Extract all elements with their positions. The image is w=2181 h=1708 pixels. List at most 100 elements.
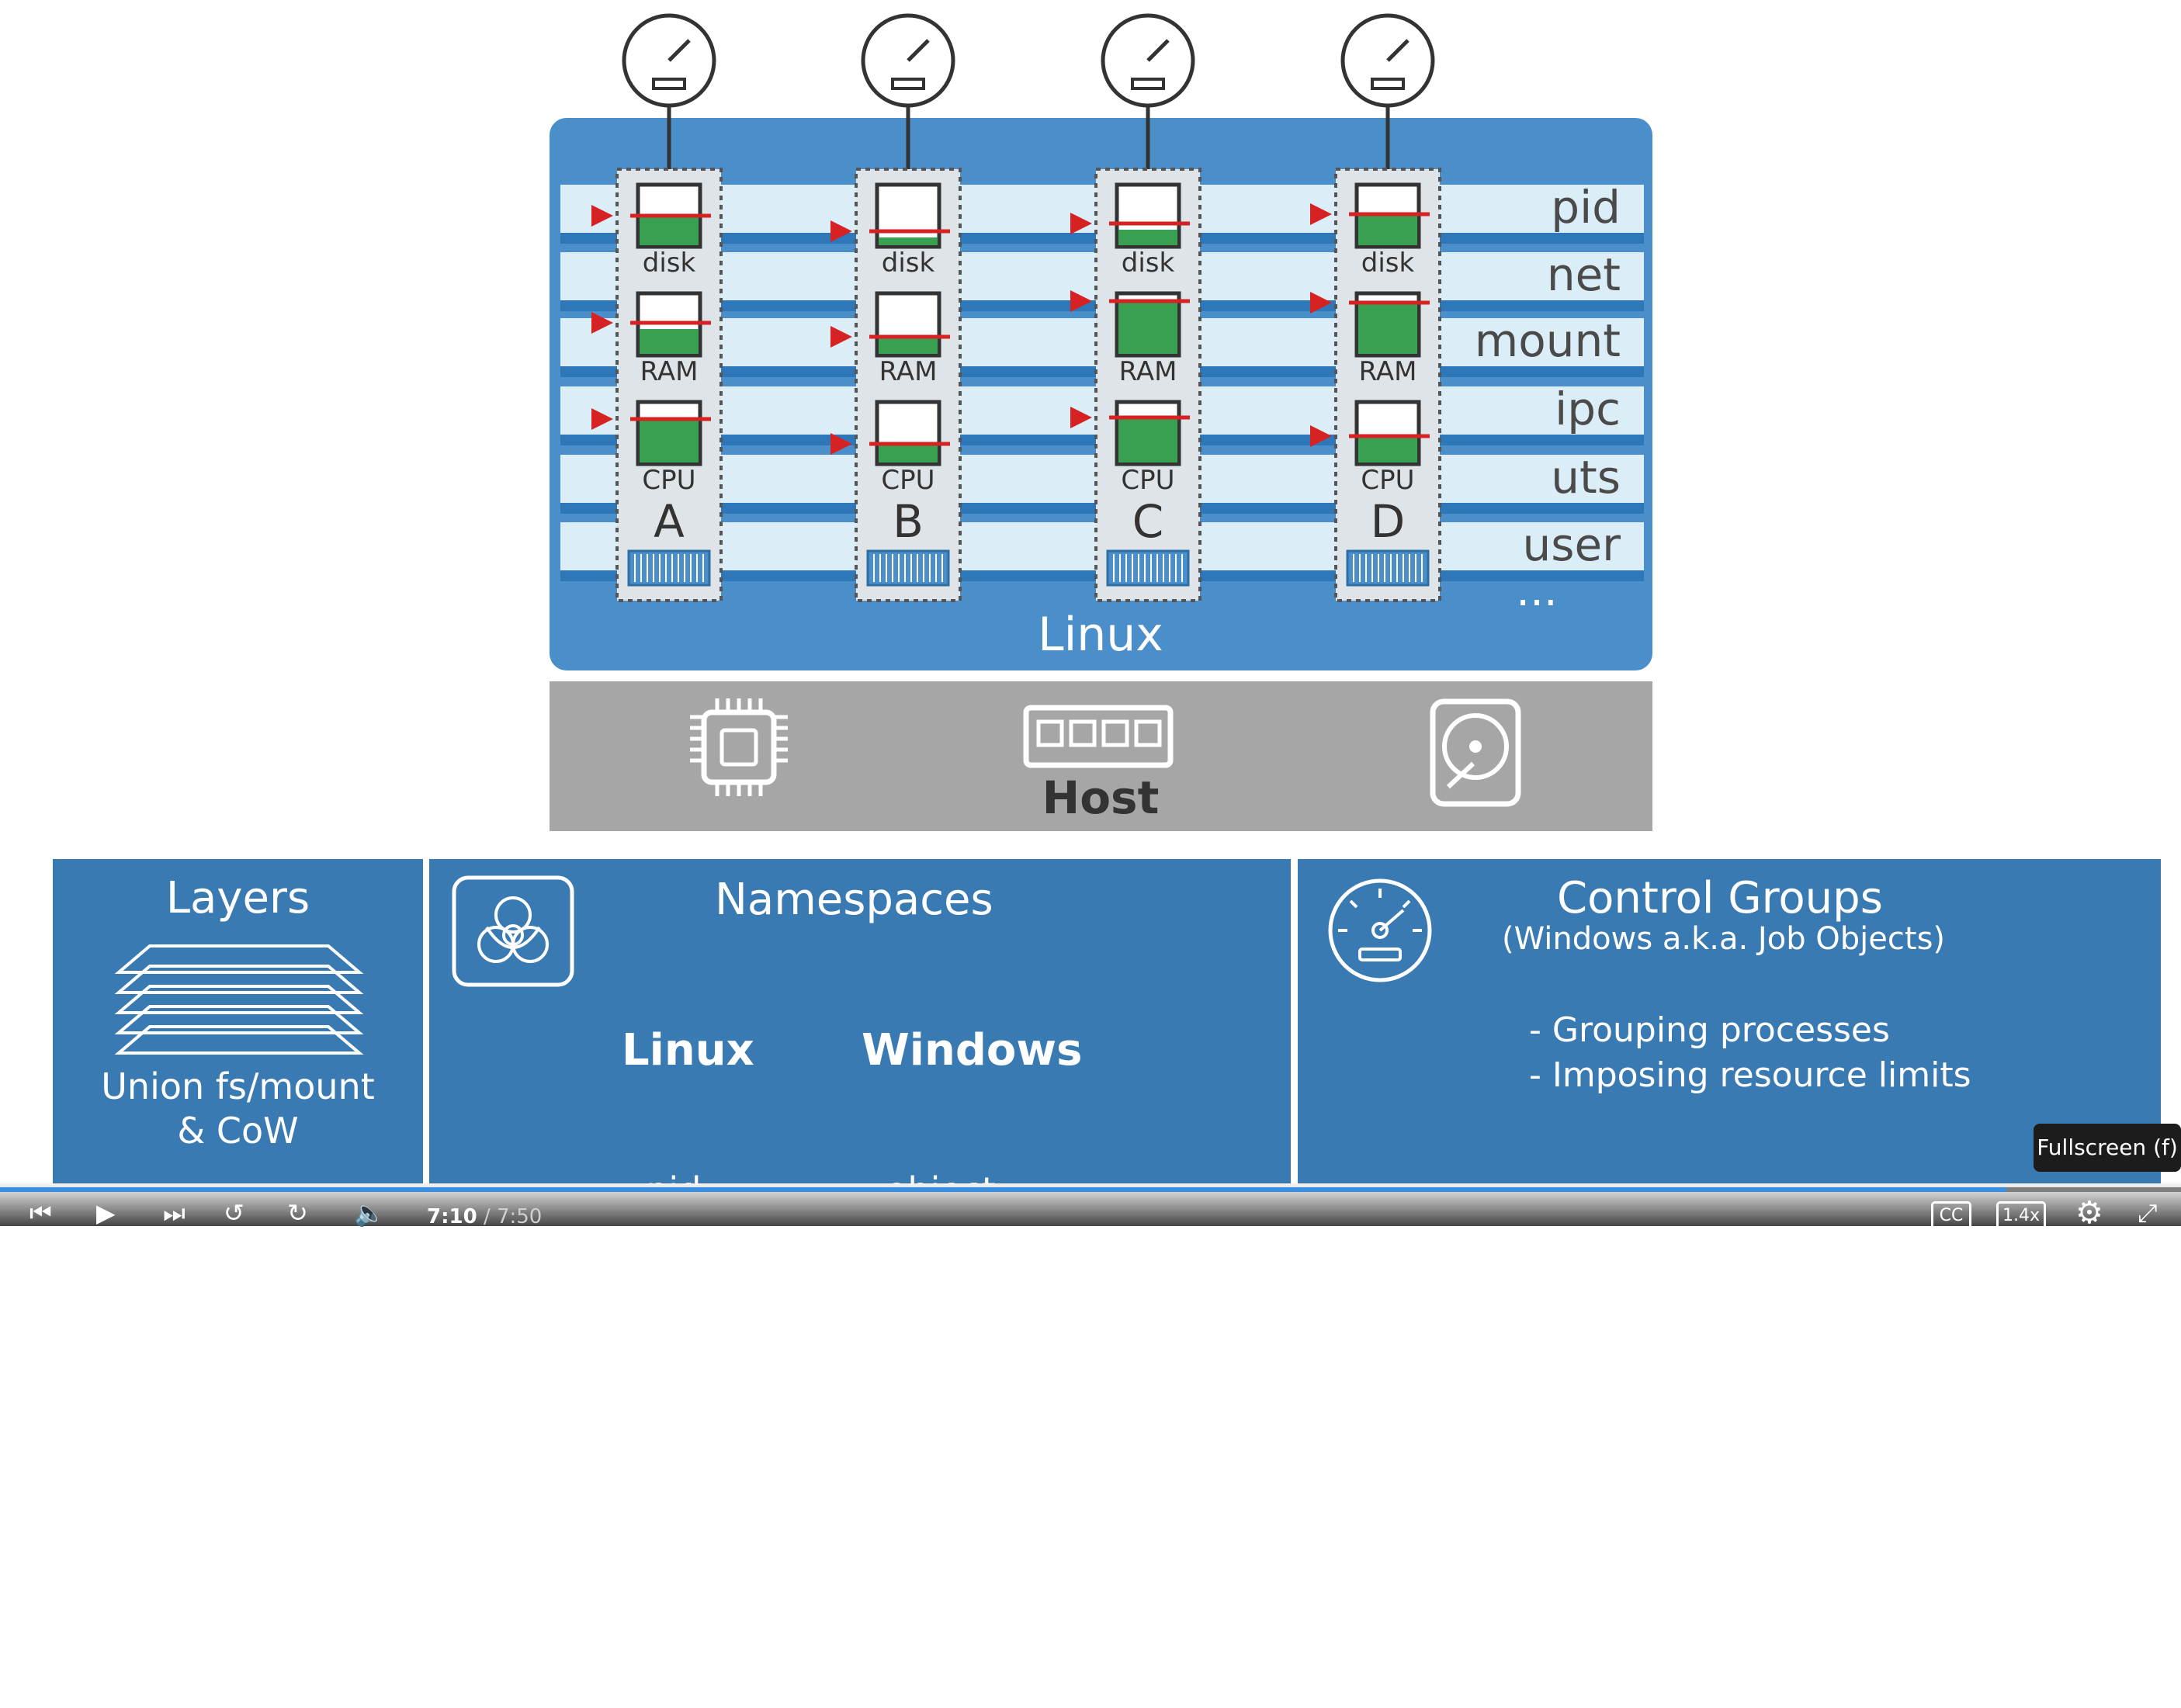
resource-label-ram: RAM	[1359, 356, 1417, 387]
resource-usage-fill	[1358, 214, 1417, 245]
resource-usage-fill	[1358, 303, 1417, 354]
more-namespaces-indicator: ...	[1516, 566, 1557, 616]
disk-spindle	[1469, 740, 1482, 753]
gauge-needle	[1146, 39, 1170, 62]
windows-heading: Windows	[862, 1025, 1083, 1076]
resource-box-disk	[875, 182, 941, 249]
linux-ns-item: - mount	[622, 1440, 762, 1481]
container-letter: B	[893, 495, 924, 548]
resource-usage-fill	[1358, 436, 1417, 463]
resource-label-disk: disk	[882, 248, 935, 279]
linux-ns-item: ...	[622, 1575, 656, 1616]
limit-arrow-icon	[1070, 213, 1092, 234]
gauge-base	[1131, 78, 1165, 90]
container-letter: C	[1132, 495, 1164, 548]
resource-usage-fill	[879, 237, 938, 245]
windows-ns-item: - proc table	[862, 1304, 1066, 1346]
resource-label-ram: RAM	[640, 356, 699, 387]
layers-caption-line2: & CoW	[177, 1110, 299, 1152]
windows-ns-item: ...	[862, 1575, 896, 1616]
limit-arrow-icon	[1310, 292, 1332, 314]
resource-usage-fill	[1118, 230, 1177, 245]
skip-forward-icon[interactable]: ⏭	[163, 1198, 186, 1228]
windows-ns-item: - networking	[862, 1440, 1087, 1481]
resource-usage-fill	[1118, 301, 1177, 354]
resource-usage-fill	[640, 216, 699, 245]
resource-label-disk: disk	[643, 248, 696, 279]
disk-platter	[1442, 713, 1509, 780]
gauge-icon	[1328, 878, 1432, 982]
gauge-needle	[907, 39, 930, 62]
gauge-base	[1371, 78, 1405, 90]
captions-button[interactable]: CC	[1931, 1201, 1971, 1231]
disk-arm	[1446, 761, 1475, 789]
limit-arrow-icon	[591, 408, 613, 430]
rewind-10-icon[interactable]: ↺	[224, 1198, 244, 1228]
forward-10-icon[interactable]: ↻	[287, 1198, 308, 1228]
volume-icon[interactable]: 🔈	[354, 1198, 385, 1228]
limit-arrow-icon	[1310, 425, 1332, 447]
resource-label-cpu: CPU	[642, 465, 695, 496]
limit-arrow-icon	[830, 220, 852, 242]
namespaces-panel: Namespaces Linux - pid - net - mount ...…	[429, 859, 1291, 1616]
stacked-layers-icon	[114, 944, 364, 1055]
resource-label-cpu: CPU	[1121, 465, 1174, 496]
resource-usage-fill	[640, 419, 699, 463]
memory-chip	[1036, 719, 1064, 747]
container-letter: D	[1371, 495, 1406, 548]
resource-label-cpu: CPU	[881, 465, 934, 496]
namespace-label-uts: uts	[1551, 451, 1621, 504]
gauge-base	[652, 78, 686, 90]
cgroup-item: - Grouping processes	[1529, 1010, 1890, 1050]
duration: / 7:50	[483, 1205, 543, 1228]
gauge-needle	[667, 39, 691, 62]
container-image-icon	[866, 549, 950, 587]
namespace-label-ipc: ipc	[1555, 383, 1621, 435]
progress-fill	[0, 1187, 2007, 1192]
resource-usage-fill	[879, 337, 938, 354]
limit-arrow-icon	[591, 205, 613, 227]
control-groups-items: - Grouping processes - Imposing resource…	[1529, 1008, 1971, 1098]
resource-label-disk: disk	[1122, 248, 1175, 279]
play-icon[interactable]: ▶	[96, 1198, 116, 1228]
linux-heading: Linux	[622, 1025, 754, 1076]
skip-back-icon[interactable]: ⏮	[29, 1198, 52, 1228]
memory-chip	[1101, 719, 1129, 747]
resource-usage-fill	[640, 329, 699, 354]
container-letter: A	[654, 495, 685, 548]
windows-namespaces-list: Windows - object - proc table - networki…	[862, 934, 1086, 1708]
resource-label-cpu: CPU	[1361, 465, 1414, 496]
biohazard-icon	[452, 875, 574, 987]
layers-caption-line1: Union fs/mount	[101, 1065, 375, 1107]
container-image-icon	[1106, 549, 1190, 587]
linux-namespaces-list: Linux - pid - net - mount ...	[622, 934, 762, 1708]
limit-arrow-icon	[830, 433, 852, 455]
namespace-label-pid: pid	[1551, 181, 1621, 234]
namespace-label-net: net	[1547, 248, 1621, 301]
gauge-needle	[1386, 39, 1410, 62]
layers-title: Layers	[165, 873, 310, 923]
linux-ns-item: - net	[622, 1304, 705, 1346]
current-time: 7:10	[427, 1205, 477, 1228]
settings-gear-icon[interactable]: ⚙	[2075, 1195, 2103, 1231]
namespace-label-mount: mount	[1475, 314, 1621, 367]
playback-speed-button[interactable]: 1.4x	[1996, 1201, 2046, 1231]
resource-label-disk: disk	[1361, 248, 1415, 279]
resource-usage-fill	[879, 444, 938, 463]
resource-label-ram: RAM	[879, 356, 938, 387]
limit-arrow-icon	[1070, 407, 1092, 428]
hard-drive-icon	[1430, 698, 1521, 807]
resource-label-ram: RAM	[1119, 356, 1177, 387]
namespace-label-user: user	[1522, 518, 1621, 571]
gauge-base	[891, 78, 925, 90]
resource-usage-fill	[1118, 417, 1177, 463]
namespaces-title: Namespaces	[715, 875, 993, 925]
cpu-chip-core	[719, 728, 758, 767]
layers-panel: Layers Union fs/mount & CoW	[53, 859, 423, 1183]
time-display: 7:10 / 7:50	[427, 1205, 542, 1228]
limit-arrow-icon	[1070, 290, 1092, 312]
fullscreen-icon[interactable]: ⤢	[2138, 1198, 2158, 1228]
linux-label: Linux	[1038, 608, 1163, 662]
memory-module-icon	[1023, 705, 1174, 768]
memory-chip	[1134, 719, 1162, 747]
